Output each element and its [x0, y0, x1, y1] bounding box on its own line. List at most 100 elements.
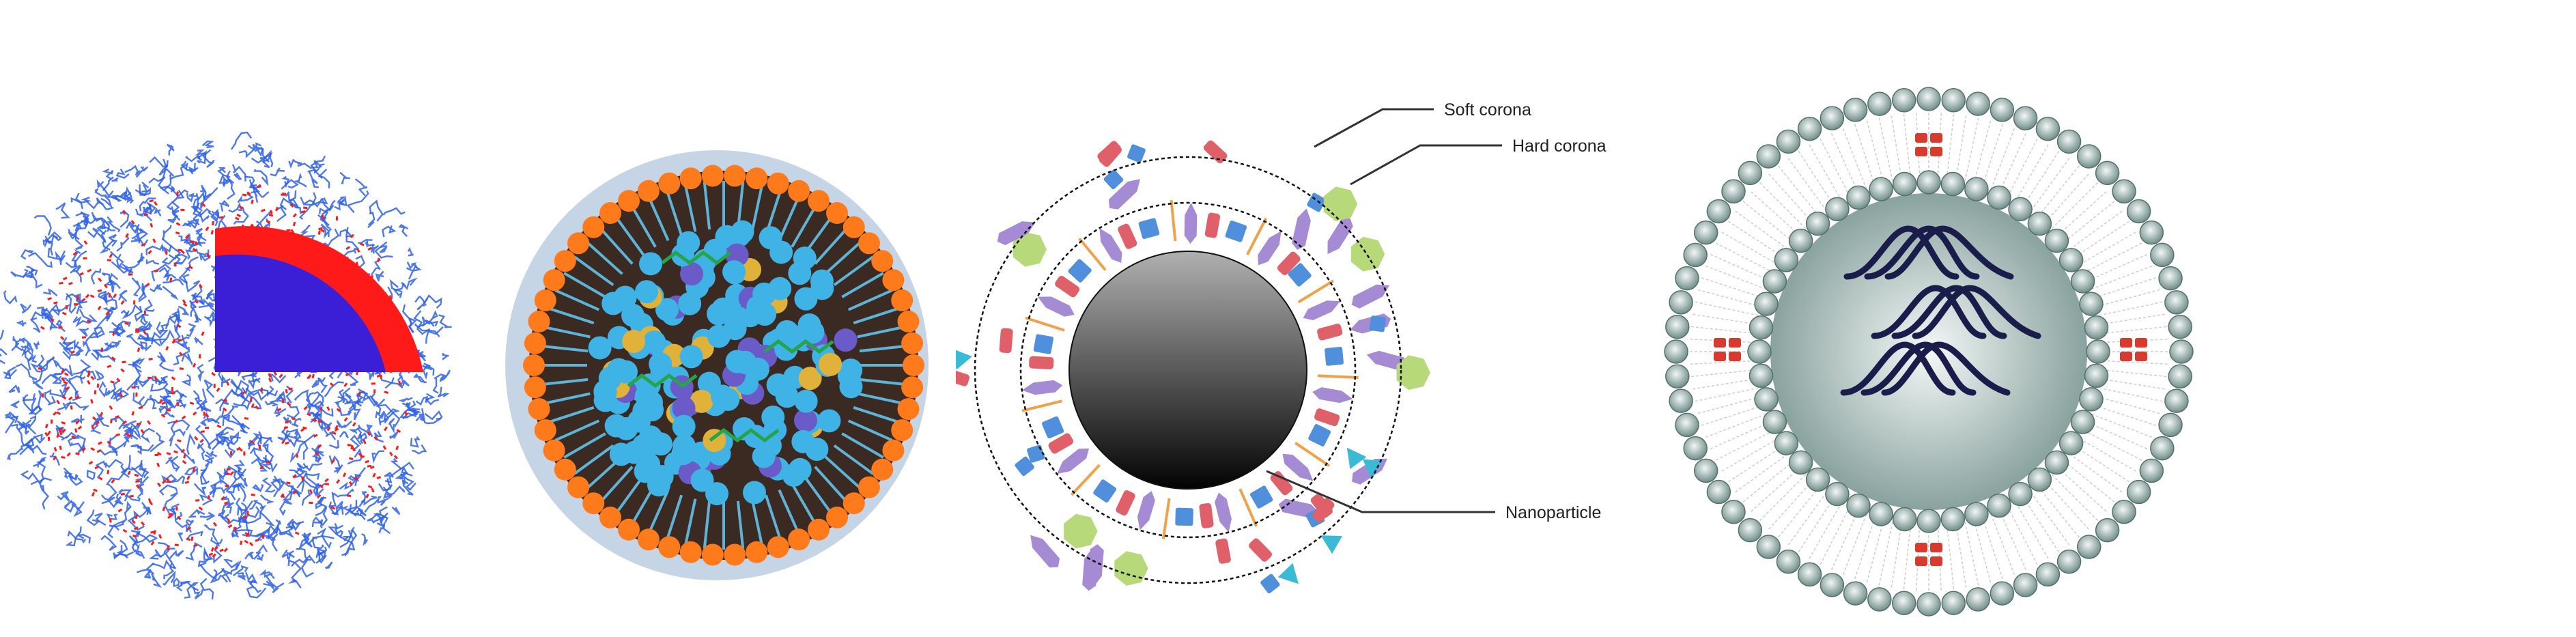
inner-lipid-head — [1987, 493, 2011, 518]
nucleic-acid-cargo — [627, 250, 834, 443]
outer-lipid-head — [2013, 573, 2038, 597]
outer-lipid-head — [1820, 106, 1845, 130]
protein-red — [1249, 538, 1272, 562]
membrane-protein — [2135, 352, 2147, 361]
protein-blue — [1260, 574, 1280, 594]
protein-purple — [1184, 203, 1198, 244]
dna-helix-3 — [1840, 341, 2011, 396]
inner-lipid-head — [1747, 339, 1772, 364]
inner-lipid-head — [2086, 339, 2110, 364]
protein-purple — [997, 221, 1035, 246]
protein-red — [1099, 143, 1122, 167]
inner-lipid-head — [2044, 228, 2069, 253]
micelle-core — [215, 254, 386, 372]
outer-lipid-head — [1797, 116, 1822, 141]
soft-corona-boundary — [974, 156, 1402, 584]
inner-lipid-head — [2084, 363, 2109, 388]
outer-lipid-head — [1664, 339, 1688, 364]
protein-red — [956, 369, 970, 386]
protein-red — [1199, 502, 1214, 528]
hard-corona-boundary — [1019, 201, 1357, 539]
hard-corona-label: Hard corona — [1512, 137, 1607, 156]
protein-green — [1013, 231, 1047, 267]
outer-lipid-head — [1669, 388, 1693, 413]
lipid-nanoparticle-panel — [492, 0, 956, 637]
protein-green — [1350, 236, 1385, 272]
protein-corona-panel: Soft corona Hard corona Nanoparticle — [956, 0, 1639, 637]
outer-lipid-head — [1756, 535, 1781, 559]
inner-lipid-head — [1805, 467, 1830, 492]
protein-red — [1029, 356, 1054, 369]
soft-corona-leader-line — [1314, 108, 1434, 148]
outer-lipid-head — [1891, 88, 1916, 113]
protein-blue — [1369, 315, 1386, 332]
protein-blue — [1308, 424, 1331, 447]
outer-lipid-head — [1693, 458, 1718, 483]
membrane-protein — [1714, 352, 1726, 361]
inner-lipid-head — [2027, 467, 2052, 492]
protein-orange — [1239, 488, 1258, 527]
inner-lipid-head — [1869, 502, 1893, 526]
outer-lipid-head — [1675, 412, 1699, 438]
polymer-corona — [0, 131, 452, 600]
membrane-protein — [1930, 556, 1942, 566]
protein-red — [1048, 433, 1074, 454]
inner-lipid-head — [1916, 170, 1941, 195]
outer-lipid-head — [2035, 562, 2061, 587]
protein-red — [1204, 212, 1221, 238]
outer-lipid-head — [1706, 479, 1731, 505]
inner-lipid-head — [1964, 177, 1989, 201]
outer-lipid-head — [1756, 144, 1781, 169]
outer-lipid-head — [1665, 364, 1690, 389]
inner-lipid-head — [1788, 450, 1813, 475]
membrane-protein — [1915, 556, 1927, 566]
outer-lipid-head — [2164, 290, 2189, 315]
protein-purple — [1303, 300, 1341, 321]
protein-blue — [1103, 169, 1124, 190]
lipid-heads — [1664, 87, 2194, 617]
membrane-protein — [1915, 147, 1927, 156]
nanoparticle-core — [1068, 251, 1307, 490]
outer-lipid-head — [2150, 436, 2175, 461]
protein-purple — [1030, 535, 1060, 568]
inner-lipid-head — [1805, 211, 1830, 236]
inner-lipid-head — [2058, 431, 2084, 455]
dna-helix-1 — [1843, 225, 2014, 280]
membrane-protein — [1714, 338, 1726, 348]
inner-lipid-head — [2044, 450, 2069, 475]
outer-lipid-head — [1669, 290, 1693, 315]
outer-lipid-head — [1738, 518, 1763, 543]
outer-lipid-head — [2126, 199, 2151, 224]
protein-green — [1064, 513, 1098, 549]
outer-lipid-head — [2158, 412, 2183, 438]
protein-blue — [1041, 416, 1064, 439]
inner-lipid-head — [2058, 248, 2084, 272]
outer-lipid-head — [1776, 549, 1801, 574]
inner-lipid-head — [1940, 507, 1966, 532]
outer-lipid-head — [1683, 436, 1708, 461]
outer-lipid-head — [2112, 499, 2136, 524]
outer-lipid-head — [1843, 98, 1868, 122]
nanoparticle-label: Nanoparticle — [1505, 503, 1601, 522]
outer-lipid-head — [1797, 562, 1822, 587]
inner-lipid-head — [1940, 171, 1966, 197]
protein-blue — [1175, 507, 1193, 526]
inner-lipid-head — [1762, 410, 1787, 434]
lipid-heads — [523, 165, 924, 566]
protein-purple — [1258, 231, 1282, 266]
outer-lipid-head — [2126, 479, 2151, 505]
protein-orange — [1071, 464, 1101, 496]
protein-purple — [1108, 179, 1141, 210]
inner-lipid-head — [1964, 502, 1989, 526]
outer-lipid-head — [2035, 116, 2061, 141]
outer-lipid-head — [2168, 364, 2192, 389]
outer-lipid-head — [1966, 91, 1990, 116]
inner-lipid-head — [1987, 185, 2011, 210]
outer-lipid-head — [1843, 581, 1868, 606]
outer-lipid-head — [1867, 587, 1892, 612]
membrane-protein — [1729, 338, 1741, 348]
liposome-dna-illustration — [1664, 87, 2194, 617]
protein-red — [1215, 538, 1231, 564]
protein-purple — [1351, 284, 1389, 309]
outer-lipid-head — [1941, 591, 1966, 615]
